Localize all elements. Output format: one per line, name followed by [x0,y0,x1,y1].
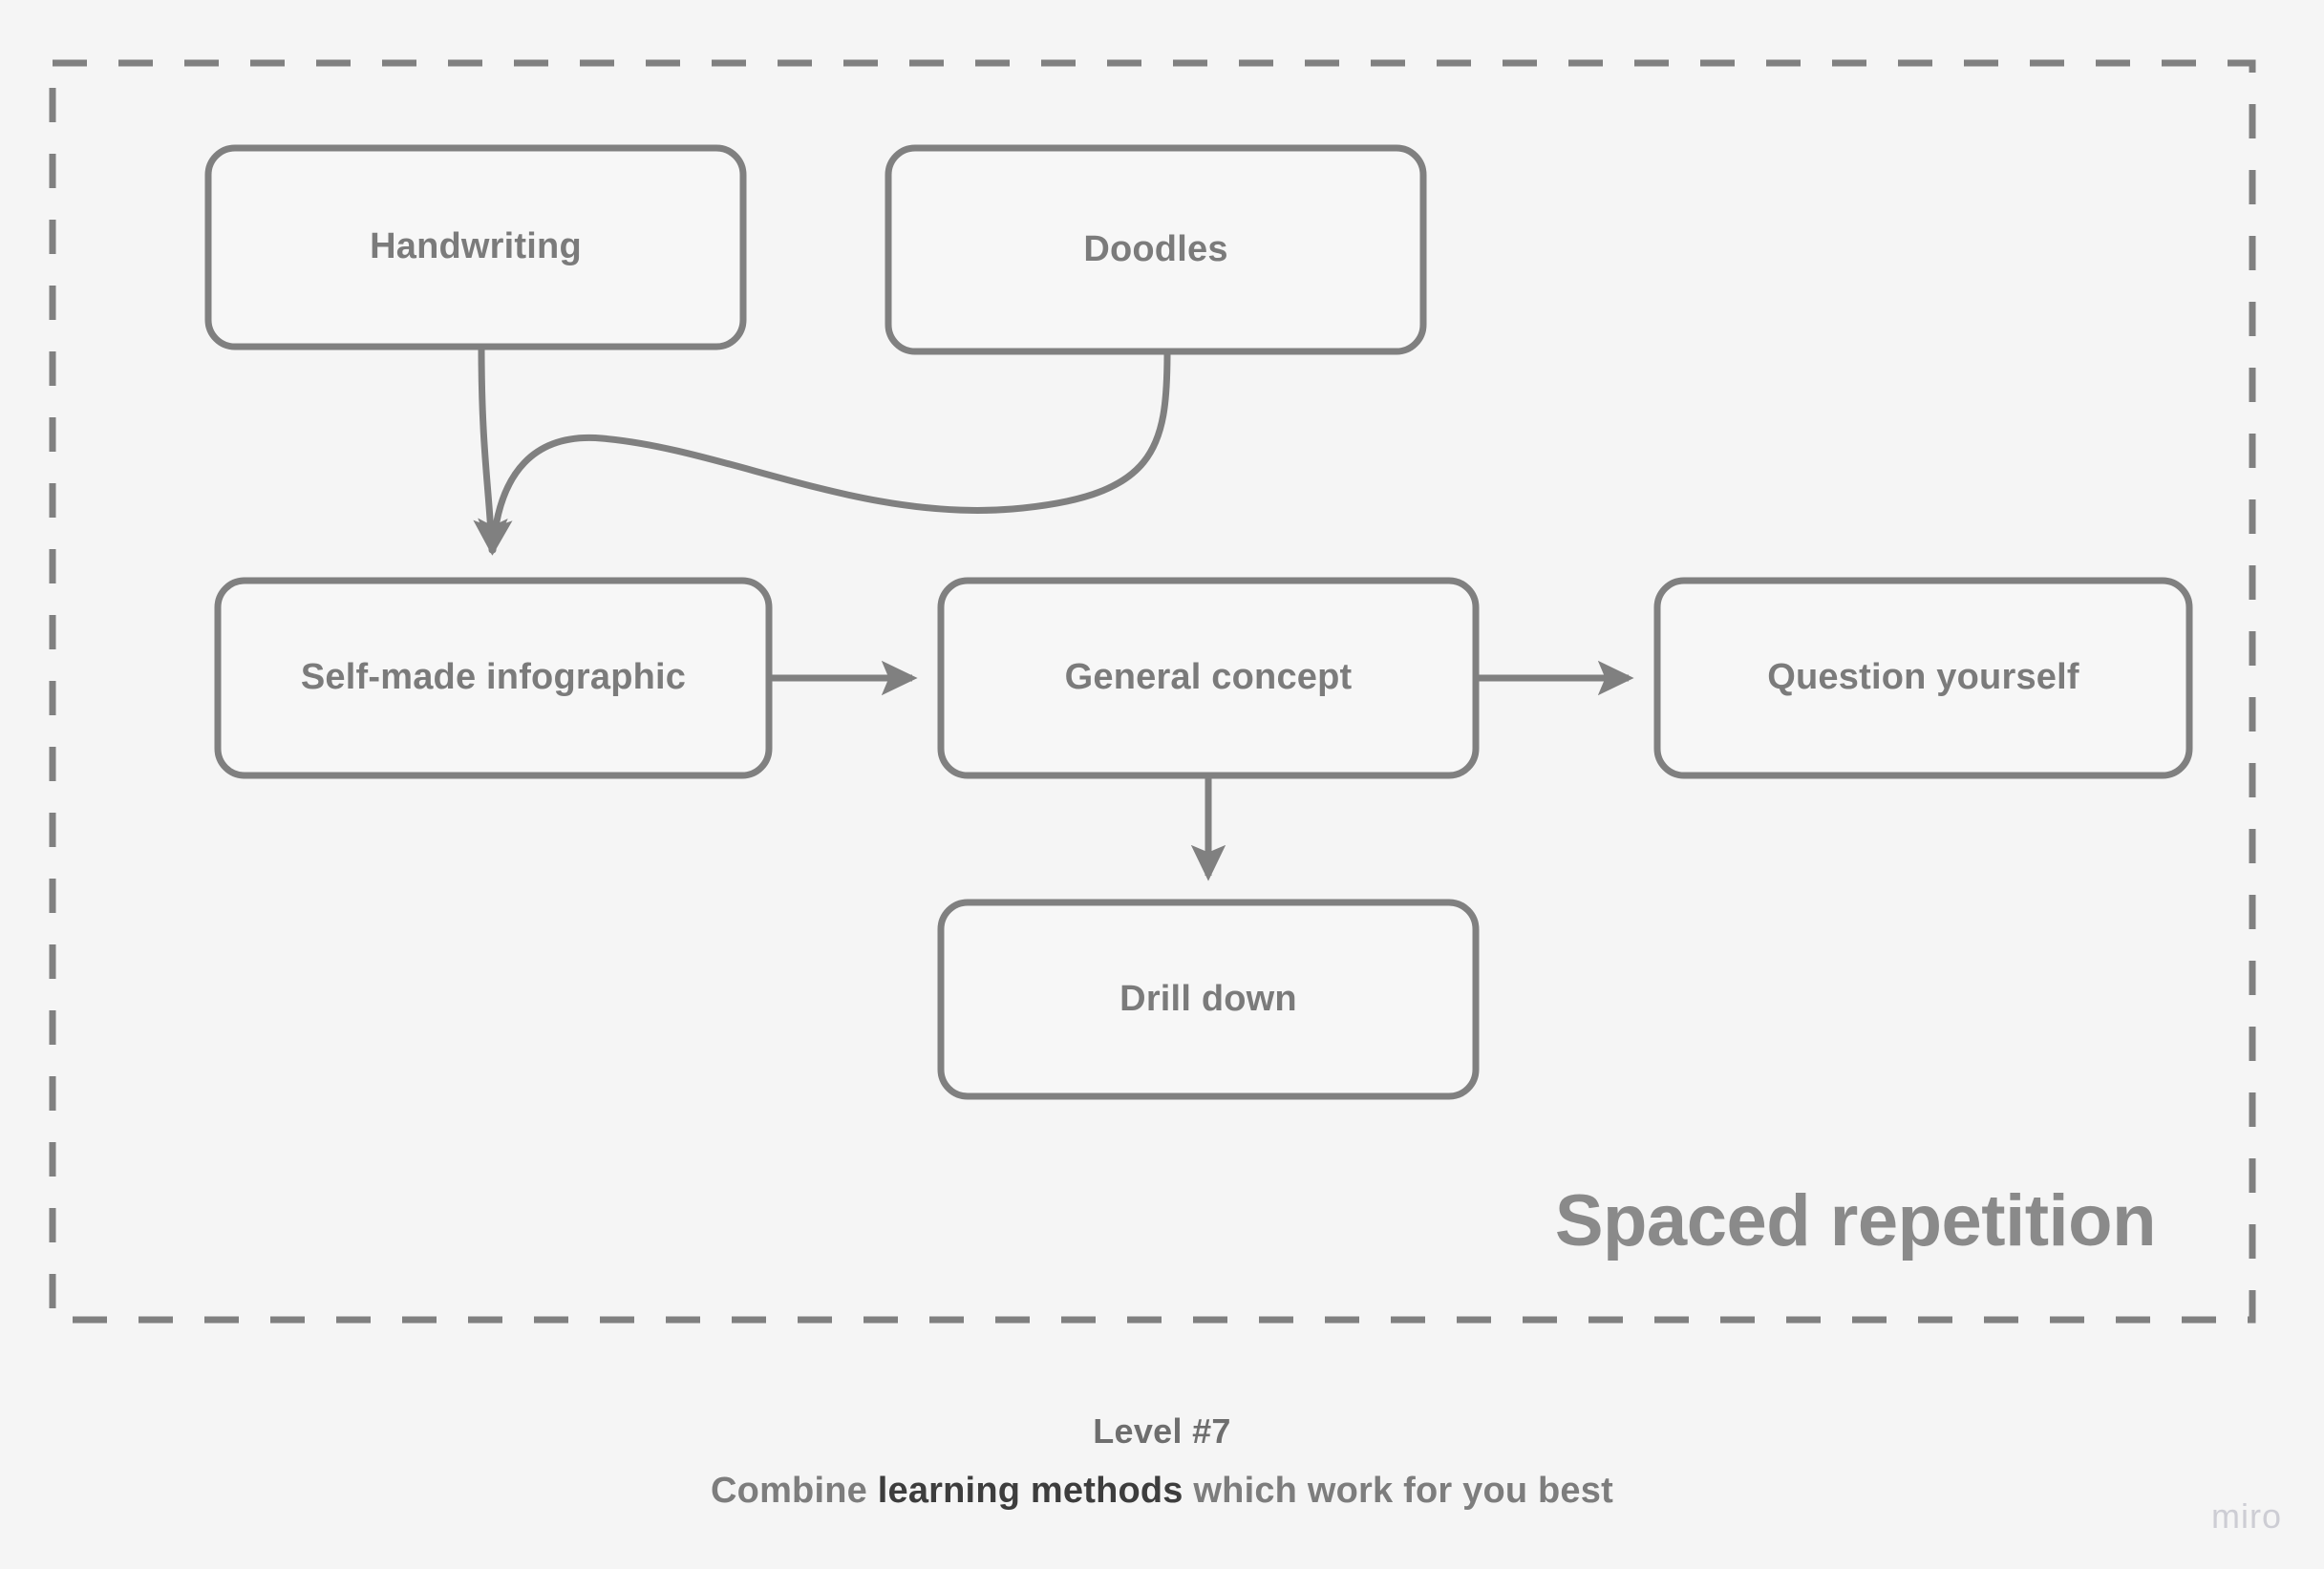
caption-text-before: Combine [711,1471,878,1511]
node-label-question-yourself: Question yourself [1657,581,2189,775]
caption: Level #7 Combine learning methods which … [0,1411,2324,1512]
connector-doodles-to-self-made-infographic [478,348,1171,556]
node-label-doodles: Doodles [888,148,1423,351]
node-label-general-concept-text: General concept [1064,657,1353,698]
caption-level: Level #7 [1093,1411,1231,1451]
miro-watermark: miro [2211,1496,2282,1536]
node-label-doodles-text: Doodles [1083,228,1228,269]
node-label-handwriting-text: Handwriting [370,226,582,267]
node-box-question-yourself[interactable] [1653,577,2193,779]
node-label-self-made-infographic: Self-made infographic [218,581,769,775]
node-label-handwriting: Handwriting [208,148,743,347]
node-label-general-concept: General concept [941,581,1476,775]
node-box-handwriting[interactable] [204,144,747,350]
group-dashed-frame [49,59,2256,1324]
node-box-drill-down[interactable] [937,899,1480,1100]
caption-text-after: which work for you best [1183,1471,1613,1511]
node-label-drill-down: Drill down [941,902,1476,1096]
caption-text-strong: learning methods [877,1471,1183,1511]
group-title: Spaced repetition [1554,1180,2157,1262]
node-label-drill-down-text: Drill down [1119,978,1297,1019]
connector-handwriting-to-self-made-infographic [473,343,508,556]
caption-text: Combine learning methods which work for … [0,1471,2324,1512]
node-label-question-yourself-text: Question yourself [1767,657,2079,698]
node-label-self-made-infographic-text: Self-made infographic [300,657,687,698]
node-box-doodles[interactable] [885,144,1427,355]
